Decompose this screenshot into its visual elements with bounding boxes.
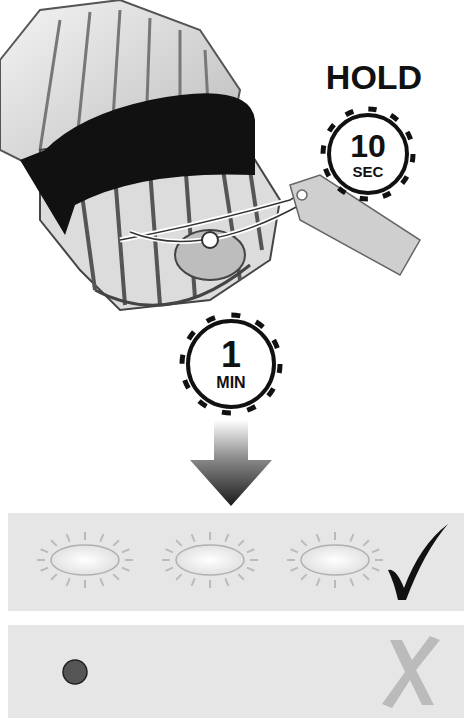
time-value: 10 bbox=[350, 130, 386, 162]
led-dot bbox=[63, 660, 87, 684]
clock-icon: 1MIN bbox=[189, 322, 273, 406]
cross-mark bbox=[382, 636, 440, 708]
down-arrow bbox=[190, 420, 272, 506]
check-mark bbox=[388, 524, 448, 600]
instruction-label: HOLD bbox=[326, 60, 422, 94]
glowing-leds bbox=[37, 532, 383, 588]
result-band bbox=[8, 625, 464, 718]
time-unit: MIN bbox=[216, 375, 245, 391]
result-band bbox=[8, 513, 464, 611]
clock-icon: 10SEC bbox=[330, 116, 406, 192]
time-value: 1 bbox=[221, 337, 241, 373]
time-unit: SEC bbox=[353, 164, 384, 179]
device-illustration bbox=[0, 0, 420, 310]
